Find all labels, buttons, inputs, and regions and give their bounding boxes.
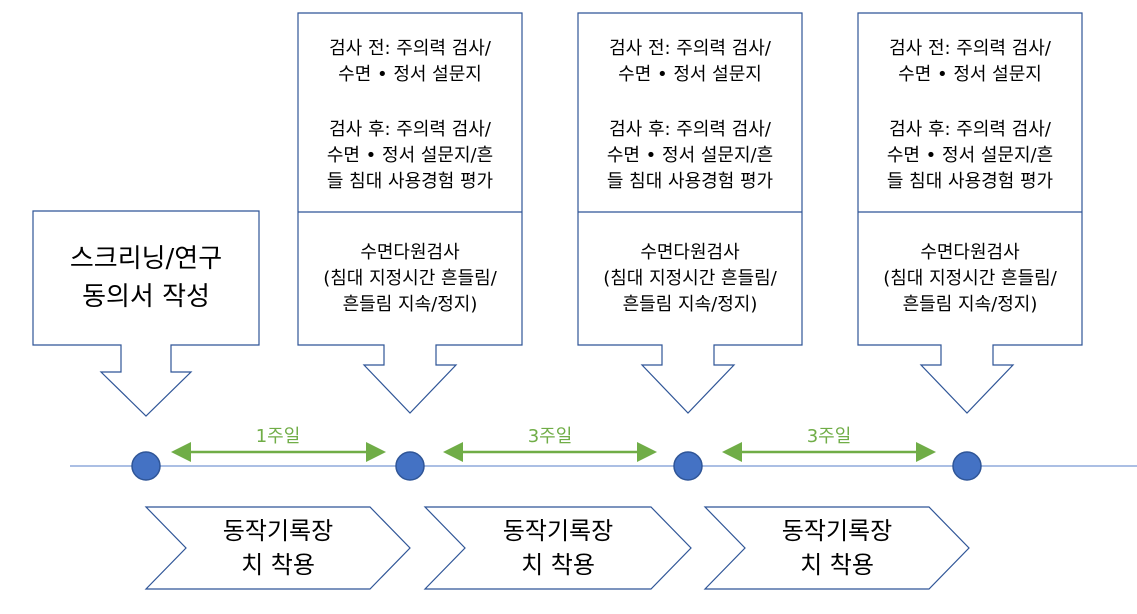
visit-2-psg: 수면다원검사 (침대 지정시간 흔들림/ 흔들림 지속/정지): [578, 240, 802, 318]
visit-1-psg-line-3: 흔들림 지속/정지): [342, 294, 478, 315]
visit-1-psg: 수면다원검사 (침대 지정시간 흔들림/ 흔들림 지속/정지): [298, 240, 522, 318]
visit-1-post-line-1: 검사 후: 주의력 검사/: [329, 119, 491, 140]
visit-2-pre-line-2: 수면 • 정서 설문지: [618, 64, 762, 85]
visit-3-callout-shape: [857, 12, 1083, 414]
wearable-chevron-1-shape: [144, 506, 411, 590]
interval-label-2: 3주일: [527, 426, 573, 447]
visit-1-pre-line-2: 수면 • 정서 설문지: [338, 64, 482, 85]
visit-1-post-line-2: 수면 • 정서 설문지/흔: [326, 145, 494, 166]
visit-3-post-test: 검사 후: 주의력 검사/ 수면 • 정서 설문지/흔 들 침대 사용경험 평가: [858, 117, 1082, 195]
visit-1-callout-shape: [297, 12, 523, 414]
wearable-label-1: 동작기록장 치 착용: [170, 514, 386, 582]
wearable-2-line-2: 치 착용: [521, 551, 595, 579]
visit-2-post-line-3: 들 침대 사용경험 평가: [606, 171, 774, 192]
wearable-1-line-1: 동작기록장: [222, 517, 334, 545]
wearable-3-line-1: 동작기록장: [781, 517, 893, 545]
visit-1-pre-line-1: 검사 전: 주의력 검사/: [329, 38, 491, 59]
visit-3-pre-test: 검사 전: 주의력 검사/ 수면 • 정서 설문지: [858, 36, 1082, 88]
wearable-2-line-1: 동작기록장: [502, 517, 614, 545]
timeline-dot-visit-3: [952, 451, 982, 481]
visit-1-psg-line-2: (침대 지정시간 흔들림/: [323, 268, 497, 289]
visit-2-psg-line-1: 수면다원검사: [640, 242, 740, 263]
visit-3-pre-line-1: 검사 전: 주의력 검사/: [889, 38, 1051, 59]
visit-2-pre-test: 검사 전: 주의력 검사/ 수면 • 정서 설문지: [578, 36, 802, 88]
wearable-chevron-3-shape: [703, 506, 970, 590]
timeline-dot-visit-1: [395, 451, 425, 481]
visit-3-psg-line-2: (침대 지정시간 흔들림/: [883, 268, 1057, 289]
visit-3-post-line-2: 수면 • 정서 설문지/흔: [886, 145, 1054, 166]
timeline-dot-visit-2: [673, 451, 703, 481]
visit-1-pre-test: 검사 전: 주의력 검사/ 수면 • 정서 설문지: [298, 36, 522, 88]
visit-3-psg-line-1: 수면다원검사: [920, 242, 1020, 263]
visit-1-post-test: 검사 후: 주의력 검사/ 수면 • 정서 설문지/흔 들 침대 사용경험 평가: [298, 117, 522, 195]
visit-3-post-line-1: 검사 후: 주의력 검사/: [889, 119, 1051, 140]
screening-line-1: 스크리닝/연구: [69, 244, 223, 274]
screening-callout-shape: [32, 210, 260, 417]
visit-2-pre-line-1: 검사 전: 주의력 검사/: [609, 38, 771, 59]
visit-3-post-line-3: 들 침대 사용경험 평가: [886, 171, 1054, 192]
timeline-dot-screening: [131, 451, 161, 481]
visit-2-post-test: 검사 후: 주의력 검사/ 수면 • 정서 설문지/흔 들 침대 사용경험 평가: [578, 117, 802, 195]
visit-1-psg-line-1: 수면다원검사: [360, 242, 460, 263]
visit-2-psg-line-3: 흔들림 지속/정지): [622, 294, 758, 315]
interval-label-1: 1주일: [255, 426, 301, 447]
screening-label: 스크리닝/연구 동의서 작성: [33, 240, 259, 316]
visit-2-post-line-1: 검사 후: 주의력 검사/: [609, 119, 771, 140]
visit-3-psg-line-3: 흔들림 지속/정지): [902, 294, 1038, 315]
visit-3-pre-line-2: 수면 • 정서 설문지: [898, 64, 1042, 85]
visit-2-callout-shape: [577, 12, 803, 414]
wearable-label-2: 동작기록장 치 착용: [450, 514, 666, 582]
visit-2-post-line-2: 수면 • 정서 설문지/흔: [606, 145, 774, 166]
visit-3-psg: 수면다원검사 (침대 지정시간 흔들림/ 흔들림 지속/정지): [858, 240, 1082, 318]
screening-line-2: 동의서 작성: [82, 282, 210, 312]
wearable-1-line-2: 치 착용: [241, 551, 315, 579]
wearable-label-3: 동작기록장 치 착용: [729, 514, 945, 582]
visit-1-post-line-3: 들 침대 사용경험 평가: [326, 171, 494, 192]
wearable-chevron-2-shape: [423, 506, 692, 590]
visit-2-psg-line-2: (침대 지정시간 흔들림/: [603, 268, 777, 289]
wearable-3-line-2: 치 착용: [800, 551, 874, 579]
interval-label-3: 3주일: [806, 426, 852, 447]
